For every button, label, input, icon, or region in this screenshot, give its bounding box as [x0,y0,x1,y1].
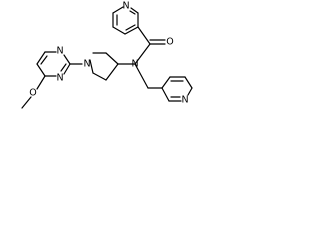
pyrimidine-ring [36,51,71,77]
methoxy-group [21,75,46,109]
pyridine-ring-top [112,6,139,35]
molecule-structure-diagram: N O N N N N N O [21,1,193,109]
pyridine-ring-right [161,76,193,102]
pyridylmethyl-group [134,63,163,89]
methoxy-oxygen: O [29,88,36,99]
piperidine-nitrogen: N [83,59,90,70]
amide-group [134,26,166,65]
carbonyl-oxygen: O [166,37,173,48]
pyrimidine-nitrogen-1: N [56,46,63,57]
pyrimidine-nitrogen-3: N [56,73,63,84]
pyridine-top-nitrogen: N [122,1,129,12]
pyridine-right-nitrogen: N [181,95,188,106]
amide-nitrogen: N [131,59,138,70]
piperidine-ring [89,52,136,81]
